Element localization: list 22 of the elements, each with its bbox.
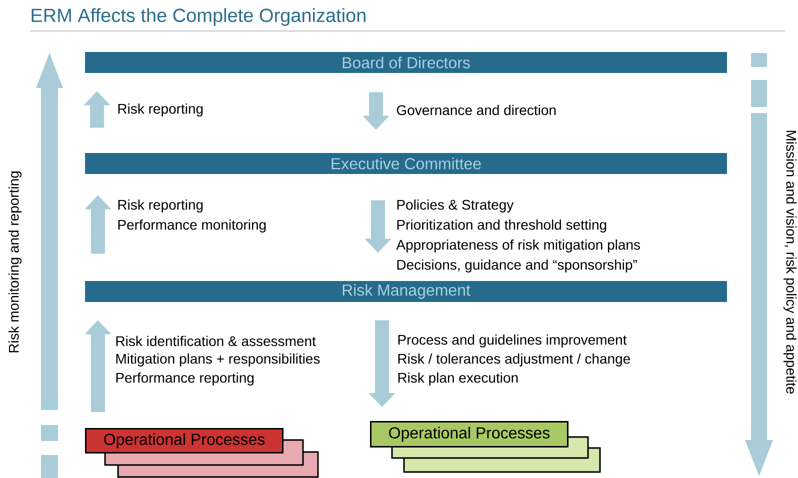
stacked-process-boxes: Operational Processes — [370, 421, 601, 473]
level-band: Executive Committee — [85, 153, 727, 174]
title: ERM Affects the Complete Organization — [32, 8, 366, 26]
text-line: Risk identification & assessment — [116, 336, 316, 346]
text-line: Risk monitoring and reporting — [8, 172, 22, 352]
text-line: Process and guidelines improvement — [398, 334, 627, 348]
level-band: Risk Management — [85, 281, 727, 302]
text-line: Performance reporting — [116, 372, 254, 386]
text-line: Risk / tolerances adjustment / change — [398, 353, 630, 367]
text-line: Risk plan execution — [398, 372, 518, 386]
text-line: Mitigation plans + responsibilities — [116, 353, 320, 367]
text-line: Appropriateness of risk mitigation plans — [396, 239, 640, 253]
text-line: Governance and direction — [396, 104, 556, 116]
text-line: Prioritization and threshold setting — [397, 219, 606, 233]
level-band: Board of Directors — [85, 52, 727, 73]
node-label: Operational Processes — [104, 433, 265, 448]
text-line: Mission and vision, risk policy and appetite — [783, 130, 797, 394]
text-line: Performance monitoring — [118, 219, 266, 233]
text-line: Risk reporting — [118, 199, 203, 213]
text-line: Policies & Strategy — [397, 199, 514, 213]
text-line: Risk reporting — [118, 103, 203, 117]
stacked-process-boxes: Operational Processes — [85, 428, 319, 478]
